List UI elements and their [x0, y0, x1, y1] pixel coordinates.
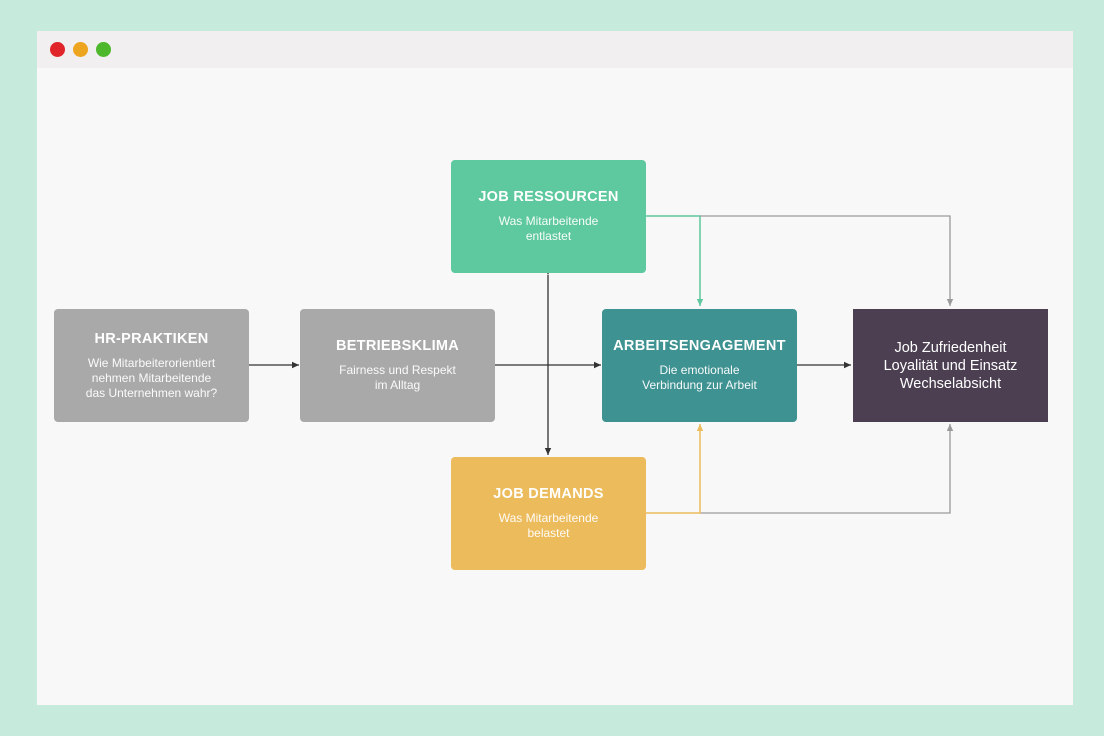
node-hr-line-1: Wie Mitarbeiterorientiert	[87, 355, 216, 370]
node-klima-title: BETRIEBSKLIMA	[335, 338, 460, 354]
node-outcomes-line-3: Wechselabsicht	[899, 375, 1002, 392]
node-job-ressourcen: JOB RESSOURCEN Was Mitarbeitende entlast…	[451, 160, 646, 273]
node-demands-title: JOB DEMANDS	[493, 486, 604, 502]
minimize-window-button[interactable]	[73, 42, 88, 57]
edge-ressourcen-to-engagement	[646, 215, 704, 306]
node-outcomes-line-2: Loyalität und Einsatz	[883, 357, 1018, 374]
node-demands-line-2: belastet	[527, 526, 570, 540]
node-engagement-title: ARBEITSENGAGEMENT	[613, 338, 786, 354]
node-hr-praktiken: HR-PRAKTIKEN Wie Mitarbeiterorientiert n…	[54, 309, 249, 422]
maximize-window-button[interactable]	[96, 42, 111, 57]
node-ressourcen-title: JOB RESSOURCEN	[478, 189, 619, 205]
node-klima-line-1: Fairness und Respekt	[339, 363, 456, 377]
node-hr-title: HR-PRAKTIKEN	[94, 330, 209, 347]
edge-ressourcen-to-outcomes	[700, 215, 954, 306]
node-outcomes: Job Zufriedenheit Loyalität und Einsatz …	[853, 309, 1048, 422]
node-arbeitsengagement: ARBEITSENGAGEMENT Die emotionale Verbind…	[602, 309, 797, 422]
node-demands-line-1: Was Mitarbeitende	[498, 511, 599, 525]
window-titlebar	[37, 31, 1073, 68]
node-job-demands: JOB DEMANDS Was Mitarbeitende belastet	[451, 457, 646, 570]
close-window-button[interactable]	[50, 42, 65, 57]
node-klima-line-2: im Alltag	[374, 378, 421, 392]
edge-demands-to-engagement	[646, 424, 704, 514]
node-hr-line-3: das Unternehmen wahr?	[85, 385, 218, 400]
node-ressourcen-line-2: entlastet	[525, 229, 572, 243]
node-ressourcen-line-1: Was Mitarbeitende	[498, 214, 599, 228]
edge-demands-to-outcomes	[700, 424, 954, 514]
node-engagement-line-2: Verbindung zur Arbeit	[642, 378, 757, 392]
node-betriebsklima: BETRIEBSKLIMA Fairness und Respekt im Al…	[300, 309, 495, 422]
node-engagement-line-1: Die emotionale	[659, 363, 740, 377]
node-hr-line-2: nehmen Mitarbeitende	[91, 370, 212, 385]
node-outcomes-line-1: Job Zufriedenheit	[894, 339, 1007, 356]
